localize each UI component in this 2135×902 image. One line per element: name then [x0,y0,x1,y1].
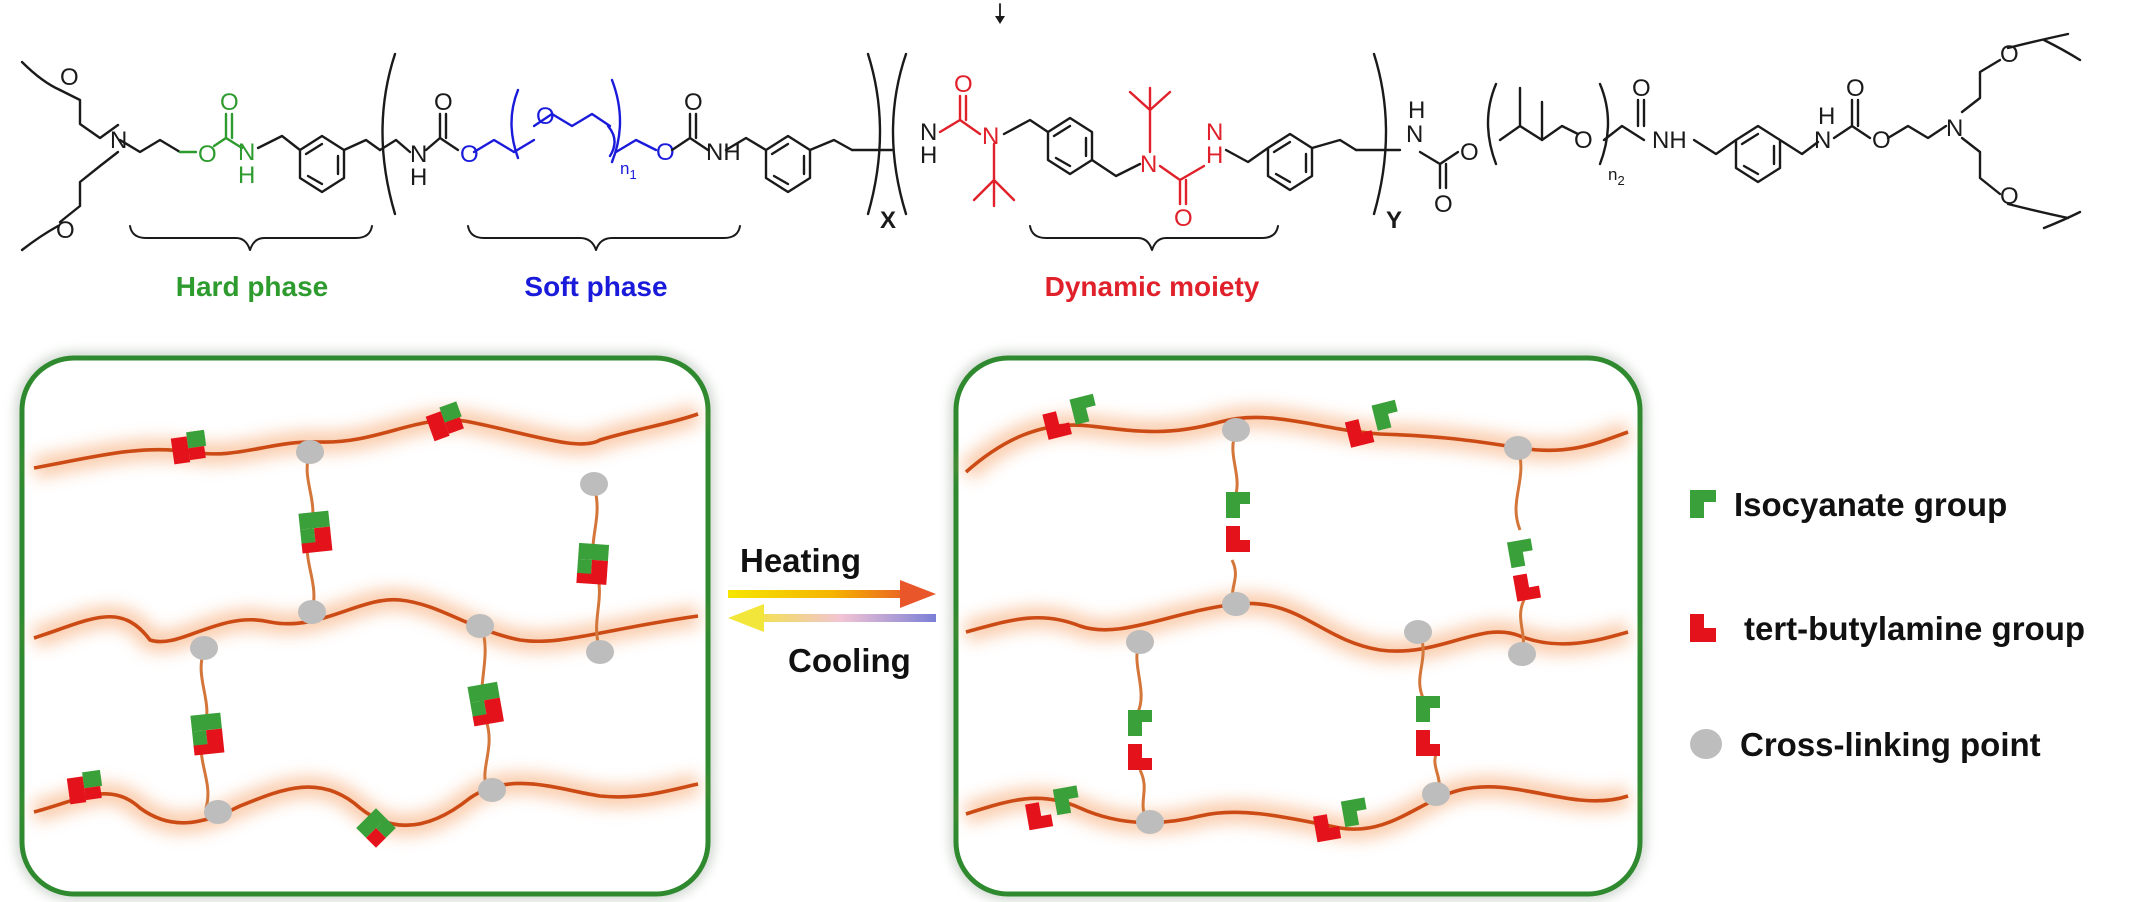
atom-n: N [1946,115,1963,142]
atom-h: H [1408,97,1425,124]
atom-o: O [656,139,675,166]
atom-o: O [56,217,75,244]
atom-n: N [110,127,127,154]
soft-phase-chain [472,78,658,164]
atom-o: O [954,71,973,98]
atom-n: N [1206,119,1223,146]
heating-label: Heating [740,542,861,579]
atom-h: H [238,162,255,189]
dynamic-moiety-brace [1029,225,1279,251]
subscript-n1: n1 [620,159,637,182]
atom-o: O [1434,191,1453,218]
atom-o: O [1872,127,1891,154]
atom-o: O [2000,183,2019,210]
atom-o: O [460,141,479,168]
atom-n: N [1140,151,1157,178]
benzene-ring [1002,116,1142,178]
atom-o: O [220,89,239,116]
legend-label-isocyanate: Isocyanate group [1734,486,2007,523]
atom-n: NH [706,139,741,166]
subscript-x: X [880,207,896,234]
network-panel-heated [951,353,1645,899]
carbamate-link [1354,148,1460,190]
legend: Isocyanate group tert-butylamine group C… [1690,486,2085,763]
bracket-y-close [1372,52,1388,216]
legend-label-tert-butylamine: tert-butylamine group [1744,610,2085,647]
atom-o: O [1632,75,1651,102]
benzene-ring [1224,132,1358,192]
benzene-ring [1692,124,1820,184]
carbamate-link [1832,32,2082,230]
atom-n: NH [1652,127,1687,154]
atom-o: O [1460,139,1479,166]
legend-label-cross-linking: Cross-linking point [1740,726,2041,763]
heating-arrow-head [900,580,936,608]
bonded-dynamic-pair [66,401,610,848]
carbamate-link [670,112,768,152]
atom-o: O [1174,205,1193,232]
atom-n: N [1406,121,1423,148]
atom-o: O [2000,41,2019,68]
cross-linking-point-icon [1690,729,1722,759]
subscript-y: Y [1386,207,1402,234]
atom-h: H [1818,103,1835,130]
heating-cooling-arrows: Heating Cooling [728,542,936,679]
atom-h: H [410,164,427,191]
atom-o: O [684,89,703,116]
atom-h: H [1206,142,1223,169]
benzene-ring [256,134,382,194]
chemical-structure: O N O O O N H N H O [20,3,2082,252]
atom-n: N [982,123,999,150]
tert-butylamine-group-icon [1690,614,1716,642]
atom-n: N [410,141,427,168]
cross-linking-point-icon [190,440,614,824]
indicator-arrowhead [995,16,1005,24]
isocyanate-group-icon [1690,490,1716,518]
bracket-y-open [891,52,908,216]
carbamate-link [378,112,460,154]
benzene-ring [764,134,854,194]
dynamic-moiety-urea [938,94,1016,208]
bracket-x-open [381,52,397,216]
hard-phase-label: Hard phase [176,271,329,302]
atom-o: O [536,103,555,130]
ppg-chain [1486,82,1646,166]
subscript-n2: n2 [1608,165,1625,188]
left-terminal-group [20,60,182,252]
atom-o: O [60,64,79,91]
cooling-arrow-shaft [746,614,936,622]
network-panel-cooled [17,353,713,899]
hard-phase-brace [129,225,373,251]
dynamic-moiety-label: Dynamic moiety [1045,271,1260,302]
cooling-label: Cooling [788,642,911,679]
heating-arrow-shaft [728,590,918,598]
dynamic-moiety-urea [1128,86,1206,206]
atom-n: N [238,139,255,166]
atom-o: O [1574,127,1593,154]
atom-o: O [198,141,217,168]
cooling-arrow-head [728,604,764,632]
soft-phase-brace [467,225,741,251]
soft-phase-label: Soft phase [524,271,667,302]
atom-n: N [920,119,937,146]
atom-o: O [1846,75,1865,102]
atom-o: O [434,89,453,116]
polymer-chain [33,412,699,827]
atom-h: H [920,142,937,169]
bracket-x-close [866,52,882,216]
cross-linking-point-icon [1126,418,1536,834]
atom-n: N [1814,127,1831,154]
hard-phase-carbamate [178,112,244,154]
dissociated-dynamic-pair [1025,393,1542,843]
